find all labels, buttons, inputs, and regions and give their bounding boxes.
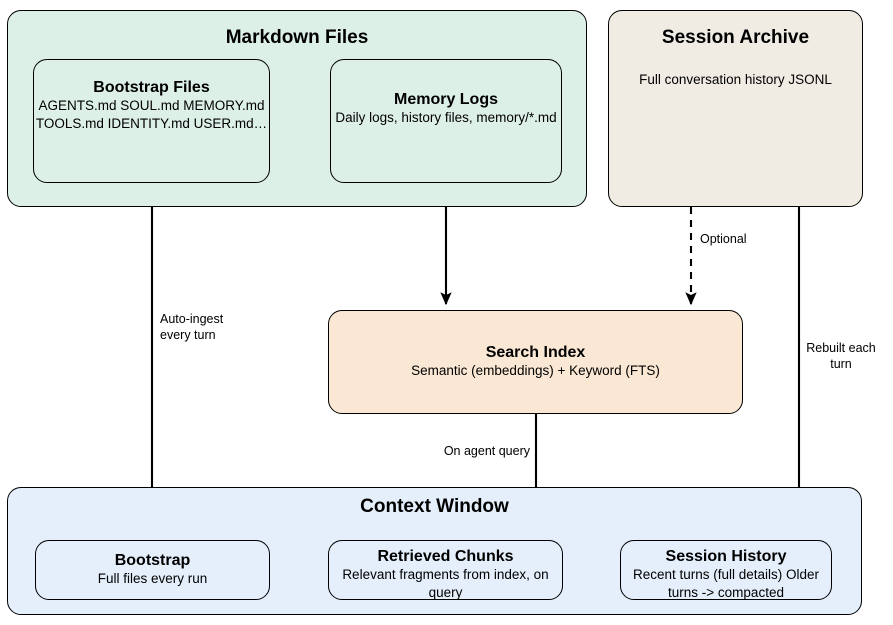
node-search-index-subtitle: Semantic (embeddings) + Keyword (FTS) (411, 363, 660, 379)
group-context-window-title: Context Window (360, 496, 509, 517)
group-markdown-files-title: Markdown Files (225, 27, 369, 48)
node-context-retrieved-chunks-subtitle: Relevant fragments from index, on query (342, 567, 549, 600)
node-memory-logs[interactable]: Memory Logs Daily logs, history files, m… (330, 59, 562, 183)
node-context-session-history-subtitle: Recent turns (full details) Older turns … (632, 567, 820, 600)
edge-label-rebuilt-each-turn: Rebuilt each turn (806, 341, 876, 371)
node-memory-logs-subtitle: Daily logs, history files, memory/*.md (335, 110, 557, 126)
node-bootstrap-files-title: Bootstrap Files (93, 79, 210, 96)
node-bootstrap-files[interactable]: Bootstrap Files AGENTS.md SOUL.md MEMORY… (33, 59, 270, 183)
node-context-session-history-title: Session History (665, 548, 787, 565)
node-session-archive[interactable]: Session Archive Full conversation histor… (608, 10, 863, 207)
node-bootstrap-files-subtitle: AGENTS.md SOUL.md MEMORY.md TOOLS.md IDE… (35, 98, 268, 131)
node-context-session-history[interactable]: Session History Recent turns (full detai… (620, 540, 832, 600)
node-memory-logs-title: Memory Logs (393, 91, 498, 108)
edge-label-auto-ingest: Auto-ingest every turn (160, 312, 224, 342)
edge-label-on-agent-query: On agent query (443, 444, 530, 458)
node-context-bootstrap[interactable]: Bootstrap Full files every run (35, 540, 270, 600)
node-search-index-title: Search Index (485, 344, 586, 361)
node-session-archive-subtitle: Full conversation history JSONL (639, 71, 832, 87)
node-session-archive-title: Session Archive (661, 27, 810, 48)
edge-label-optional: Optional (700, 232, 747, 246)
node-context-bootstrap-title: Bootstrap (114, 552, 191, 569)
node-search-index[interactable]: Search Index Semantic (embeddings) + Key… (328, 310, 743, 414)
node-context-retrieved-chunks-title: Retrieved Chunks (377, 548, 514, 565)
node-context-retrieved-chunks[interactable]: Retrieved Chunks Relevant fragments from… (328, 540, 563, 600)
node-context-bootstrap-subtitle: Full files every run (97, 571, 208, 587)
